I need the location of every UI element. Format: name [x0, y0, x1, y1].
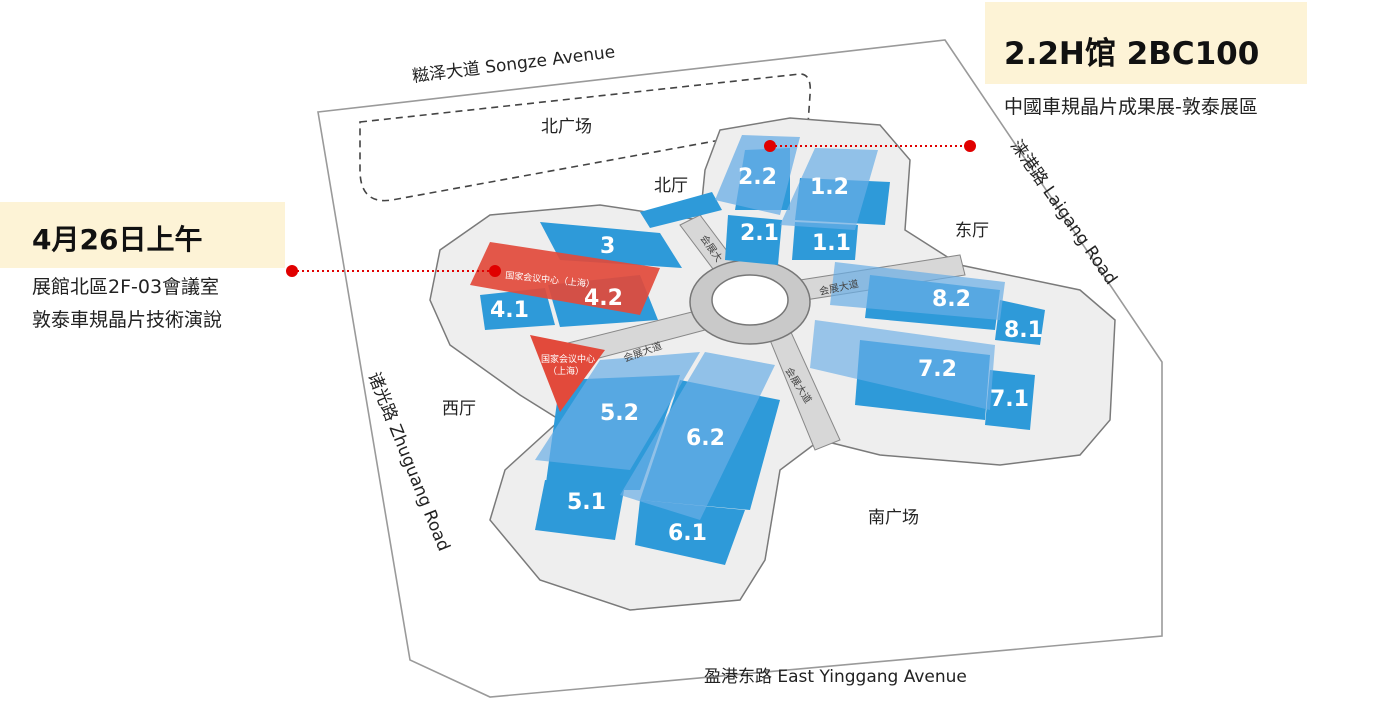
road-label-south: 盈港东路 East Yinggang Avenue [704, 667, 967, 687]
left-callout-line1: 展館北區2F-03會議室 [32, 276, 220, 298]
convention-center-north[interactable] [470, 242, 660, 315]
hall-label-4-2: 4.2 [584, 286, 623, 311]
hall-2-1 [725, 215, 782, 265]
south-plaza-label: 南广场 [868, 508, 919, 528]
hall-label-7-1: 7.1 [990, 387, 1029, 412]
overlay-2-2 [715, 135, 800, 215]
hall-label-7-2: 7.2 [918, 357, 957, 382]
right-callout-subtitle: 中國車規晶片成果展-敦泰展區 [1004, 96, 1258, 118]
overlay-8-2 [830, 262, 1005, 320]
hall-label-2-2: 2.2 [738, 165, 777, 190]
right-callout-title: 2.2H馆 2BC100 [1004, 36, 1260, 72]
overlay-1-2 [780, 148, 878, 230]
west-hall-label: 西厅 [442, 399, 476, 419]
overlay-5-2 [535, 352, 700, 470]
left-marker-end[interactable] [489, 265, 501, 277]
north-hall-label: 北厅 [654, 176, 688, 196]
north-hall-connector [640, 192, 722, 228]
overlay-7-2 [810, 320, 995, 410]
hall-1-1 [792, 222, 858, 260]
left-callout-title: 4月26日上午 [32, 223, 203, 256]
north-plaza-label: 北广场 [541, 117, 592, 137]
east-hall-label: 东厅 [955, 221, 989, 241]
hall-label-6-2: 6.2 [686, 426, 725, 451]
road-label-north: 糍泽大道 Songze Avenue [411, 42, 616, 87]
left-marker-start [286, 265, 298, 277]
right-marker-end [964, 140, 976, 152]
hall-label-5-2: 5.2 [600, 401, 639, 426]
convention-center-west-label-a: 国家会议中心 [541, 353, 595, 365]
hall-label-5-1: 5.1 [567, 490, 606, 515]
hall-5-1 [535, 480, 625, 540]
hall-4-1 [480, 288, 555, 330]
hall-label-1-2: 1.2 [810, 175, 849, 200]
right-callout-box [985, 2, 1307, 84]
overlay-6-2 [620, 352, 775, 520]
hall-label-8-1: 8.1 [1004, 318, 1043, 343]
convention-center-west-label-b: （上海） [548, 365, 584, 377]
hall-8-1 [995, 300, 1045, 345]
hall-label-8-2: 8.2 [932, 287, 971, 312]
hall-label-4-1: 4.1 [490, 298, 529, 323]
hall-label-1-1: 1.1 [812, 231, 851, 256]
central-ring-hole [711, 274, 789, 326]
hall-label-6-1: 6.1 [668, 521, 707, 546]
hall-7-1 [985, 370, 1035, 430]
hall-6-1 [635, 500, 745, 565]
convention-center-west[interactable] [530, 335, 605, 412]
hall-label-3: 3 [600, 234, 615, 259]
left-callout-line2: 敦泰車規晶片技術演說 [32, 309, 223, 331]
left-callout-box [0, 202, 285, 268]
right-marker-start[interactable] [764, 140, 776, 152]
hall-label-2-1: 2.1 [740, 221, 779, 246]
